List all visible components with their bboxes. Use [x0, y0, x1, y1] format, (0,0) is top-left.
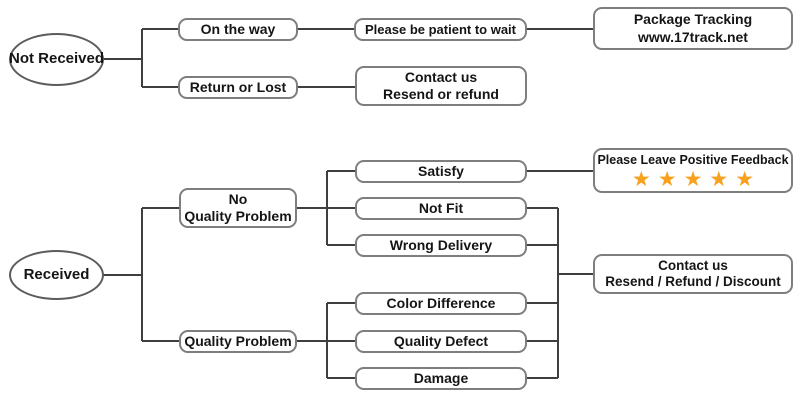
- node-return-or-lost: Return or Lost: [178, 76, 298, 99]
- node-received: Received: [9, 250, 104, 300]
- no-quality-line1: No: [228, 190, 248, 207]
- quality-problem-label: Quality Problem: [184, 332, 292, 349]
- node-return-or-lost-label: Return or Lost: [189, 78, 287, 95]
- contact-bottom-line1: Contact us: [658, 257, 728, 273]
- damage-label: Damage: [413, 369, 469, 386]
- node-positive-feedback: Please Leave Positive Feedback ★★★★★: [593, 148, 793, 193]
- node-please-be-patient-label: Please be patient to wait: [365, 21, 516, 37]
- feedback-title: Please Leave Positive Feedback: [597, 153, 789, 167]
- package-tracking-label: Package Tracking: [633, 11, 753, 28]
- no-quality-line2: Quality Problem: [184, 208, 292, 224]
- quality-defect-label: Quality Defect: [393, 332, 489, 349]
- node-no-quality-problem: No Quality Problem: [179, 188, 297, 228]
- node-on-the-way: On the way: [178, 18, 298, 41]
- node-on-the-way-label: On the way: [200, 20, 276, 37]
- node-package-tracking: Package Tracking www.17track.net: [593, 7, 793, 50]
- node-quality-defect: Quality Defect: [355, 330, 527, 353]
- node-wrong-delivery: Wrong Delivery: [355, 234, 527, 257]
- contact-top-line1: Contact us: [404, 68, 478, 85]
- wrong-delivery-label: Wrong Delivery: [389, 236, 493, 253]
- node-contact-resend-refund-discount: Contact us Resend / Refund / Discount: [593, 254, 793, 294]
- node-not-received: Not Received: [9, 33, 104, 86]
- color-difference-label: Color Difference: [386, 294, 496, 311]
- node-received-label: Received: [23, 265, 90, 283]
- not-fit-label: Not Fit: [418, 199, 464, 216]
- satisfy-label: Satisfy: [418, 162, 464, 179]
- package-tracking-url: www.17track.net: [638, 28, 748, 45]
- node-quality-problem: Quality Problem: [179, 330, 297, 353]
- node-contact-resend-refund: Contact us Resend or refund: [355, 66, 527, 106]
- node-not-fit: Not Fit: [355, 197, 527, 220]
- contact-top-line2: Resend or refund: [383, 86, 499, 102]
- node-color-difference: Color Difference: [355, 292, 527, 315]
- node-not-received-label: Not Received: [8, 50, 105, 68]
- node-please-be-patient: Please be patient to wait: [354, 18, 527, 41]
- contact-bottom-line2: Resend / Refund / Discount: [605, 274, 781, 289]
- five-star-rating-icon: ★★★★★: [631, 167, 762, 192]
- node-damage: Damage: [355, 367, 527, 390]
- node-satisfy: Satisfy: [355, 160, 527, 183]
